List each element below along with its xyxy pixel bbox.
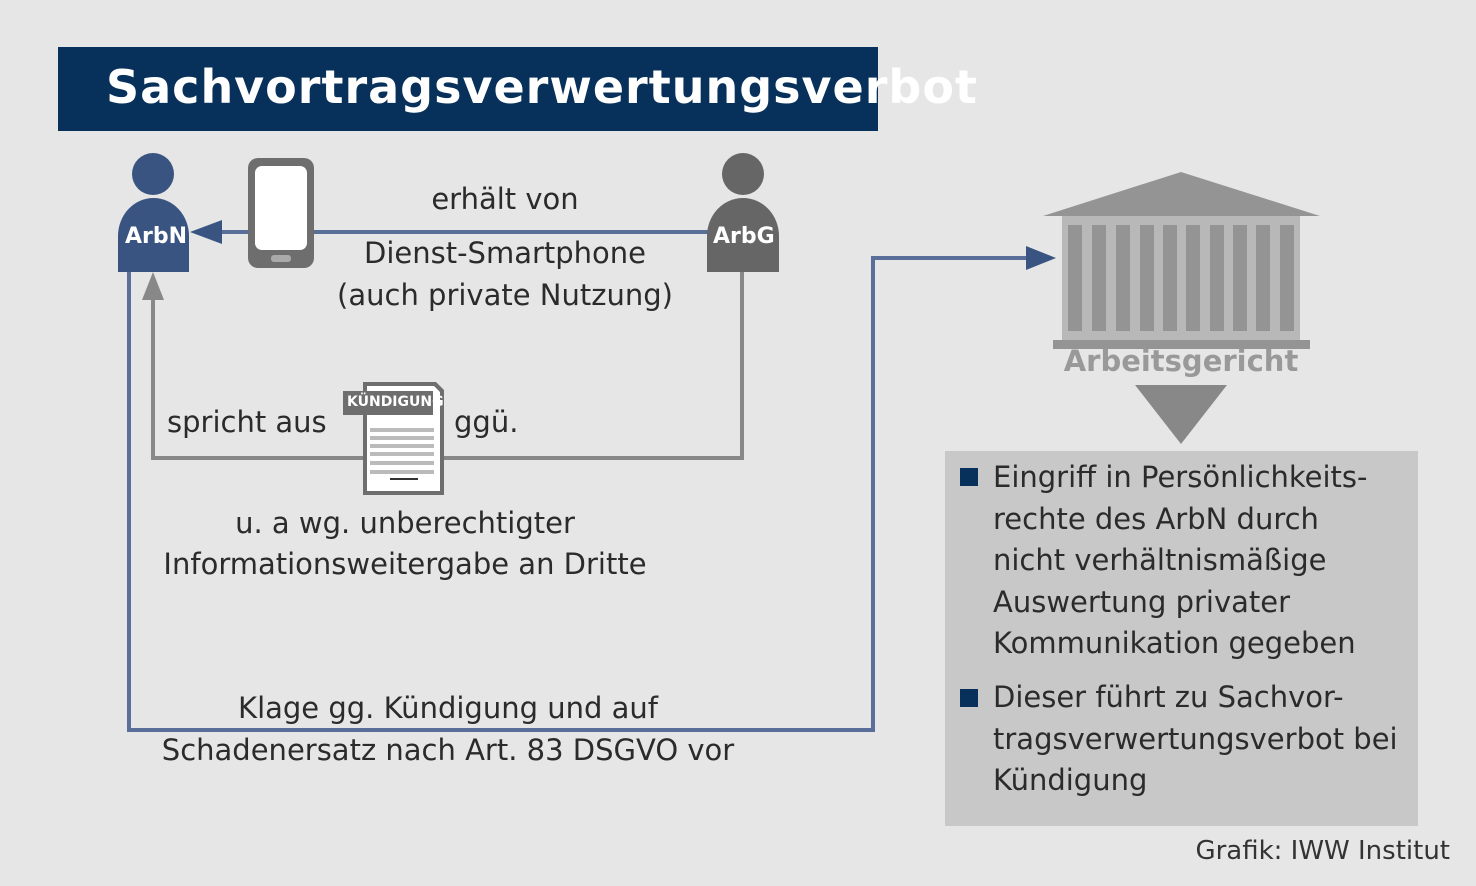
private-use-label: (auch private Nutzung) [337, 278, 673, 312]
termination-document-icon [343, 382, 444, 495]
credit: Grafik: IWW Institut [1195, 836, 1450, 866]
lawsuit-arrow-line [127, 256, 1030, 732]
lawsuit-arrowhead [1026, 246, 1056, 270]
smartphone-label: Dienst-Smartphone [363, 236, 647, 270]
receives-from-label: erhält von [431, 182, 579, 216]
bullet-icon [960, 468, 978, 486]
bullet-icon [960, 689, 978, 707]
lawsuit-line-1: Klage gg. Kündigung und auf [238, 691, 658, 725]
court-building-icon [1043, 172, 1320, 349]
termination-arrow-line [151, 272, 744, 460]
smartphone-icon [248, 158, 314, 268]
finding-item: Dieser führt zu Sachvor- tragsverwertung… [993, 680, 1398, 797]
employee-label: ArbN [125, 224, 188, 249]
smartphone-arrowhead [190, 220, 222, 244]
findings-box: Eingriff in Persönlichkeits- rechte des … [945, 451, 1418, 826]
title-bar [58, 47, 878, 131]
court-label: Arbeitsgericht [1063, 344, 1299, 378]
employer-label: ArbG [713, 224, 775, 249]
page-title: Sachvortragsverwertungsverbot [106, 60, 978, 114]
termination-arrowhead [142, 272, 164, 300]
employer-person-icon [707, 153, 779, 272]
document-label: KÜNDIGUNG [347, 394, 444, 410]
towards-label: ggü. [454, 405, 519, 439]
reason-line-1: u. a wg. unberechtigter [235, 506, 575, 540]
lawsuit-line-2: Schadenersatz nach Art. 83 DSGVO vor [161, 733, 735, 767]
down-arrow-icon [1135, 385, 1227, 444]
declares-label: spricht aus [167, 405, 327, 439]
reason-line-2: Informationsweitergabe an Dritte [163, 547, 647, 581]
employee-person-icon [118, 153, 189, 272]
finding-item: Eingriff in Persönlichkeits- rechte des … [993, 460, 1368, 660]
